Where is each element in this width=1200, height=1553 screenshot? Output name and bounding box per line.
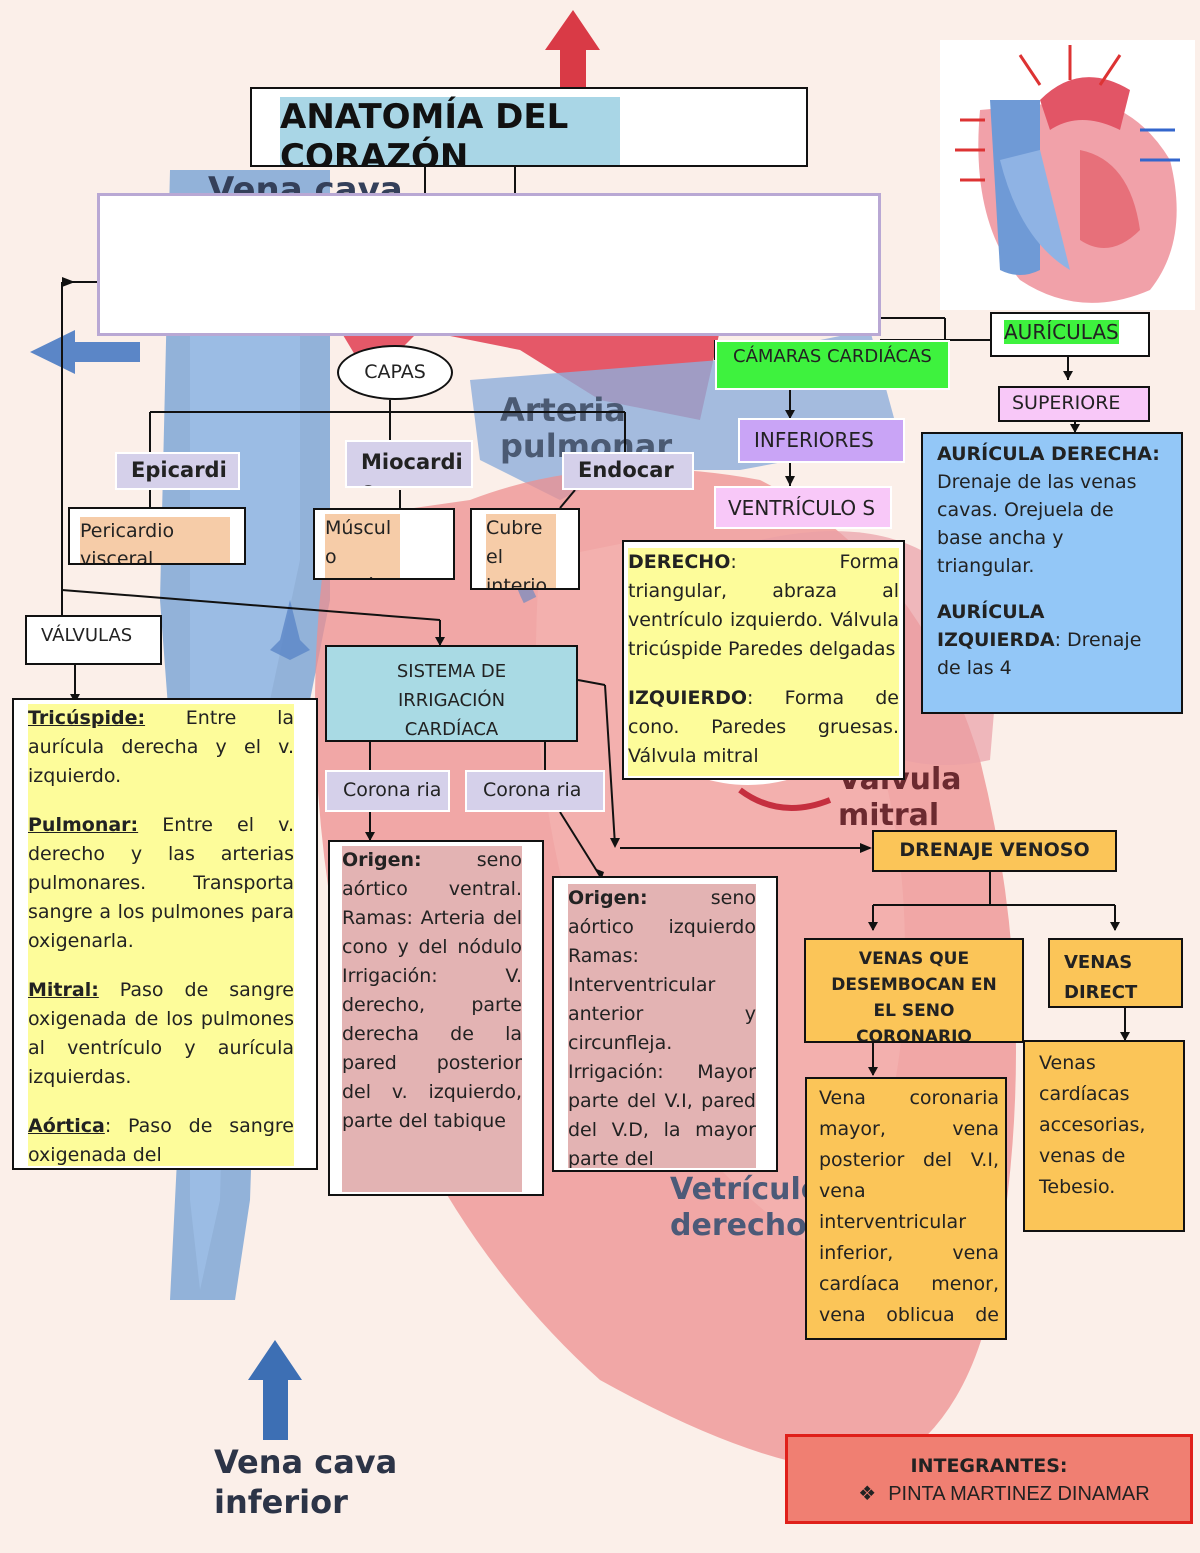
coronaria-derecha-desc: Origen: seno aórtico ventral. Ramas: Art… — [342, 846, 522, 1192]
izquierdo-text: : Forma de cono. Paredes gruesas. Válvul… — [628, 687, 899, 767]
page-title: ANATOMÍA DEL CORAZÓN — [280, 97, 620, 165]
der-origen-text: seno aórtico ventral. Ramas: Arteria del… — [342, 849, 522, 1132]
izq-origen-text: seno aórtico izquierdo Ramas: Interventr… — [568, 887, 756, 1168]
mitral-paragraph: Mitral: Paso de sangre oxigenada de los … — [28, 976, 294, 1092]
venas-seno-desc-box: Vena coronaria mayor, vena posterior del… — [805, 1077, 1007, 1340]
aortica-text: : Paso de sangre oxigenada del — [28, 1115, 294, 1166]
auricula-izquierda-text: : Drenaje de las 4 — [937, 629, 1142, 679]
mitral-title: Mitral: — [28, 979, 99, 1001]
superiores-label: SUPERIORE — [1012, 392, 1121, 414]
diamond-bullet-icon: ❖ — [858, 1483, 877, 1505]
drenaje-label: DRENAJE VENOSO — [899, 839, 1090, 861]
valvulas-node: VÁLVULAS — [25, 615, 162, 665]
small-heart-diagram — [940, 40, 1195, 310]
epicardio-desc-box: Pericardio visceral — [68, 507, 246, 565]
venas-directas-desc: Venas cardíacas accesorias, venas de Teb… — [1039, 1052, 1146, 1198]
ventriculos-label: VENTRÍCULO S — [728, 496, 876, 520]
tricuspide-paragraph: Tricúspide: Entre la aurícula derecha y … — [28, 704, 294, 791]
title-box: ANATOMÍA DEL CORAZÓN — [250, 87, 808, 167]
venas-directas-node: VENAS DIRECT — [1048, 938, 1183, 1008]
izq-origen-title: Origen: — [568, 887, 648, 909]
coronaria-derecha-node: Corona ria — [325, 770, 450, 812]
venas-seno-label: VENAS QUE DESEMBOCAN EN EL SENO CORONARI… — [831, 949, 997, 1043]
capas-label: CAPAS — [364, 361, 426, 383]
camaras-label: CÁMARAS CARDIÁCAS — [733, 346, 932, 367]
mitral-text: Paso de sangre oxigenada de los pulmones… — [28, 979, 294, 1088]
miocardio-desc-box: Múscul o cardíac — [313, 508, 455, 580]
der-origen-title: Origen: — [342, 849, 422, 871]
drenaje-node: DRENAJE VENOSO — [872, 830, 1117, 872]
integrantes-member: PINTA MARTINEZ DINAMAR — [888, 1483, 1150, 1505]
venas-seno-desc: Vena coronaria mayor, vena posterior del… — [819, 1087, 999, 1338]
superiores-node: SUPERIORE — [998, 386, 1150, 422]
irrigacion-node: SISTEMA DE IRRIGACIÓN CARDÍACA — [325, 645, 578, 742]
inferiores-node: INFERIORES — [738, 418, 905, 463]
coronaria-izquierda-label: Corona ria — [483, 779, 582, 801]
derecho-paragraph: DERECHO: Forma triangular, abraza al ven… — [628, 548, 899, 664]
auricula-derecha-text: Drenaje de las venas cavas. Orejuela de … — [937, 471, 1137, 577]
coronaria-izquierda-node: Corona ria — [465, 770, 605, 812]
coronaria-izquierda-desc-box: Origen: seno aórtico izquierdo Ramas: In… — [552, 876, 778, 1172]
endocardio-node: Endocar — [562, 452, 694, 490]
auriculas-node: AURÍCULAS — [990, 312, 1150, 357]
coronaria-izquierda-desc: Origen: seno aórtico izquierdo Ramas: In… — [568, 884, 756, 1168]
epicardio-desc: Pericardio visceral — [80, 517, 230, 563]
ventriculos-node: VENTRÍCULO S — [714, 486, 892, 529]
bg-label-ventriculo-derecho: Vetrículo derecho — [670, 1172, 822, 1243]
auricula-derecha-title: AURÍCULA DERECHA: — [937, 443, 1160, 465]
pulmonar-text: Entre el v. derecho y las arterias pulmo… — [28, 814, 294, 952]
valvulas-label: VÁLVULAS — [41, 625, 133, 646]
coronaria-derecha-label: Corona ria — [343, 779, 442, 801]
venas-seno-node: VENAS QUE DESEMBOCAN EN EL SENO CORONARI… — [804, 938, 1024, 1043]
venas-directas-desc-box: Venas cardíacas accesorias, venas de Teb… — [1023, 1040, 1185, 1232]
coronaria-derecha-desc-box: Origen: seno aórtico ventral. Ramas: Art… — [328, 840, 544, 1196]
auriculas-label: AURÍCULAS — [1004, 320, 1119, 344]
inferiores-label: INFERIORES — [754, 428, 874, 452]
tricuspide-text: Entre la aurícula derecha y el v. izquie… — [28, 707, 294, 787]
pulmonar-paragraph: Pulmonar: Entre el v. derecho y las arte… — [28, 811, 294, 956]
ventriculos-desc-box: DERECHO: Forma triangular, abraza al ven… — [622, 540, 905, 780]
integrantes-box: INTEGRANTES: ❖ PINTA MARTINEZ DINAMAR — [785, 1434, 1193, 1524]
blank-header-panel — [97, 193, 881, 336]
integrantes-title: INTEGRANTES: — [910, 1455, 1068, 1477]
pulmonar-title: Pulmonar: — [28, 814, 139, 836]
derecho-title: DERECHO — [628, 551, 731, 573]
camaras-node: CÁMARAS CARDIÁCAS — [715, 340, 950, 390]
bg-label-vena-cava-inf: Vena cava inferior — [214, 1443, 398, 1521]
epicardio-node: Epicardi — [115, 452, 240, 490]
miocardio-label: Miocardi o — [361, 450, 463, 486]
valvulas-desc: Tricúspide: Entre la aurícula derecha y … — [28, 704, 294, 1166]
capas-node: CAPAS — [337, 345, 453, 400]
integrantes-member-item: ❖ PINTA MARTINEZ DINAMAR — [788, 1481, 1190, 1506]
derecho-text: : Forma triangular, abraza al ventrículo… — [628, 551, 899, 660]
auriculas-desc-box: AURÍCULA DERECHA: Drenaje de las venas c… — [921, 432, 1183, 714]
epicardio-label: Epicardi — [131, 458, 227, 482]
ventriculos-desc: DERECHO: Forma triangular, abraza al ven… — [628, 548, 899, 776]
endocardio-desc: Cubre el interio — [486, 514, 556, 588]
tricuspide-title: Tricúspide: — [28, 707, 146, 729]
izquierdo-title: IZQUIERDO — [628, 687, 748, 709]
irrigacion-label: SISTEMA DE IRRIGACIÓN CARDÍACA — [396, 661, 507, 740]
izquierdo-paragraph: IZQUIERDO: Forma de cono. Paredes gruesa… — [628, 684, 899, 771]
endocardio-desc-box: Cubre el interio — [470, 508, 580, 590]
aortica-title: Aórtica — [28, 1115, 105, 1137]
endocardio-label: Endocar — [578, 458, 674, 482]
miocardio-node: Miocardi o — [345, 440, 473, 488]
venas-directas-label: VENAS DIRECT — [1064, 952, 1138, 1003]
auricula-izquierda-paragraph: AURÍCULA IZQUIERDA: Drenaje de las 4 — [937, 598, 1165, 682]
miocardio-desc: Múscul o cardíac — [325, 514, 400, 578]
auricula-izquierda-title: AURÍCULA IZQUIERDA — [937, 601, 1055, 651]
valvulas-desc-box: Tricúspide: Entre la aurícula derecha y … — [12, 698, 318, 1170]
aortica-paragraph: Aórtica: Paso de sangre oxigenada del — [28, 1112, 294, 1166]
